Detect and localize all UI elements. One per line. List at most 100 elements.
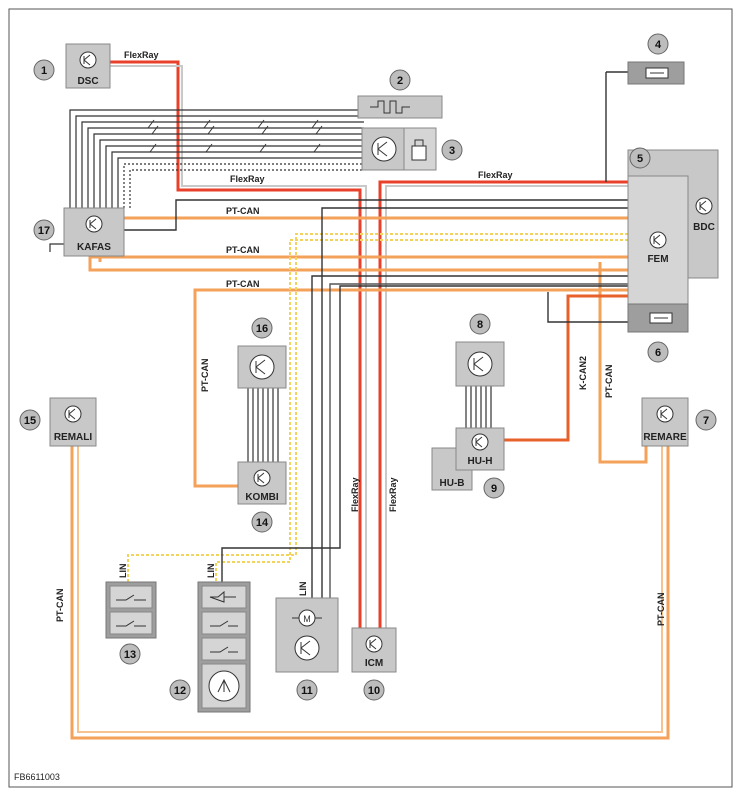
lin-wire-12 bbox=[215, 239, 628, 582]
badge-circle-11 bbox=[296, 679, 318, 701]
module-kafas: KAFAS bbox=[63, 207, 125, 257]
svg-text:PT-CAN: PT-CAN bbox=[55, 589, 65, 623]
svg-text:LIN: LIN bbox=[118, 564, 128, 579]
svg-text:PT-CAN: PT-CAN bbox=[200, 359, 210, 393]
bdc-label: BDC bbox=[693, 222, 715, 233]
kafas-label: KAFAS bbox=[77, 242, 111, 253]
svg-text:K-CAN2: K-CAN2 bbox=[578, 356, 588, 390]
badge-number-4: 4 bbox=[655, 39, 662, 51]
badge-number-2: 2 bbox=[397, 75, 403, 87]
svg-text:PT-CAN: PT-CAN bbox=[604, 365, 614, 399]
kombi-bundle bbox=[247, 388, 279, 462]
svg-text:PT-CAN: PT-CAN bbox=[656, 593, 666, 627]
svg-text:FlexRay: FlexRay bbox=[388, 477, 398, 512]
signal-wire-fem6 bbox=[547, 292, 628, 323]
svg-text:LIN: LIN bbox=[206, 564, 216, 579]
badge-number-14: 14 bbox=[256, 517, 269, 529]
module-remare: REMARE bbox=[641, 397, 689, 447]
remali-label: REMALI bbox=[54, 432, 93, 443]
ptcan-wire-2 bbox=[88, 255, 628, 272]
bundle-twists bbox=[147, 119, 323, 153]
badge-number-12: 12 bbox=[174, 685, 186, 697]
badge-circle-7 bbox=[695, 409, 717, 431]
signal-wire-12 bbox=[221, 285, 628, 582]
component-3-camera bbox=[361, 127, 437, 171]
bus-labels: FlexRay FlexRay FlexRay PT-CAN PT-CAN PT… bbox=[55, 50, 666, 626]
badge-circle-1 bbox=[33, 59, 55, 81]
dsc-label: DSC bbox=[77, 76, 98, 87]
badge-number-11: 11 bbox=[301, 685, 313, 697]
flexray-wire-fem-icm bbox=[378, 180, 628, 628]
badge-number-5: 5 bbox=[637, 153, 643, 165]
component-16 bbox=[237, 345, 287, 389]
hu-bundle bbox=[465, 386, 492, 428]
svg-text:LIN: LIN bbox=[298, 582, 308, 597]
badge-circle-3 bbox=[441, 139, 463, 161]
badge-circle-16 bbox=[251, 317, 273, 339]
module-remali: REMALI bbox=[49, 397, 97, 447]
component-6-fuse bbox=[627, 303, 689, 333]
badge-number-8: 8 bbox=[477, 319, 483, 331]
module-hu-h: HU-H bbox=[455, 427, 505, 471]
figure-code: FB6611003 bbox=[14, 772, 60, 782]
badge-circle-9 bbox=[483, 477, 505, 499]
badge-number-15: 15 bbox=[24, 415, 36, 427]
hu-h-label: HU-H bbox=[468, 456, 493, 467]
diagram-frame bbox=[8, 8, 733, 788]
badge-number-1: 1 bbox=[41, 65, 47, 77]
component-2 bbox=[357, 95, 443, 119]
component-4-fuse bbox=[627, 61, 685, 85]
svg-text:PT-CAN: PT-CAN bbox=[226, 245, 260, 255]
badge-circle-14 bbox=[251, 511, 273, 533]
badge-circle-12 bbox=[169, 679, 191, 701]
hu-b-label: HU-B bbox=[440, 478, 465, 489]
badge-circle-10 bbox=[363, 679, 385, 701]
badge-number-17: 17 bbox=[38, 225, 50, 237]
badge-circle-15 bbox=[19, 409, 41, 431]
lin-wire-13 bbox=[127, 233, 628, 582]
badge-circle-6 bbox=[647, 341, 669, 363]
ptcan-wire-1 bbox=[98, 216, 628, 262]
kafas-sensor-bundle bbox=[69, 109, 364, 208]
component-11-motor: M bbox=[275, 597, 339, 673]
badge-number-3: 3 bbox=[449, 145, 455, 157]
component-8 bbox=[455, 341, 505, 387]
module-fem: FEM bbox=[627, 175, 689, 305]
ptcan-wire-loop-2 bbox=[77, 446, 663, 733]
icm-label: ICM bbox=[365, 658, 383, 669]
module-icm: ICM bbox=[351, 627, 397, 673]
svg-text:FlexRay: FlexRay bbox=[230, 174, 265, 184]
flexray-wire-fem-icm-2 bbox=[385, 185, 628, 628]
badge-number-10: 10 bbox=[368, 685, 380, 697]
remare-label: REMARE bbox=[643, 432, 687, 443]
flexray-wire-dsc-icm bbox=[110, 60, 362, 628]
svg-text:M: M bbox=[303, 614, 311, 624]
badge-number-7: 7 bbox=[703, 415, 709, 427]
badge-circle-13 bbox=[119, 643, 141, 665]
badge-circle-2 bbox=[389, 69, 411, 91]
ptcan-wire-loop bbox=[70, 446, 670, 740]
svg-text:PT-CAN: PT-CAN bbox=[226, 279, 260, 289]
signal-wire-11a bbox=[321, 207, 628, 598]
component-12-stack bbox=[197, 581, 251, 713]
kcan2-wire bbox=[504, 294, 628, 442]
signal-wire-11c bbox=[329, 283, 628, 598]
badge-circle-4 bbox=[647, 33, 669, 55]
badge-number-6: 6 bbox=[655, 347, 661, 359]
badge-number-9: 9 bbox=[491, 483, 497, 495]
badge-circle-17 bbox=[33, 219, 55, 241]
component-13-switches bbox=[105, 581, 157, 639]
flexray-wire-dsc-icm-2 bbox=[110, 65, 367, 628]
badge-number-13: 13 bbox=[124, 649, 136, 661]
module-kombi: KOMBI bbox=[237, 461, 287, 505]
badge-number-16: 16 bbox=[256, 323, 268, 335]
module-dsc: DSC bbox=[65, 43, 111, 89]
fem-label: FEM bbox=[647, 254, 668, 265]
ptcan-wire-remare bbox=[598, 262, 648, 464]
svg-text:FlexRay: FlexRay bbox=[350, 477, 360, 512]
wires bbox=[49, 60, 670, 740]
badge-circle-5 bbox=[629, 147, 651, 169]
